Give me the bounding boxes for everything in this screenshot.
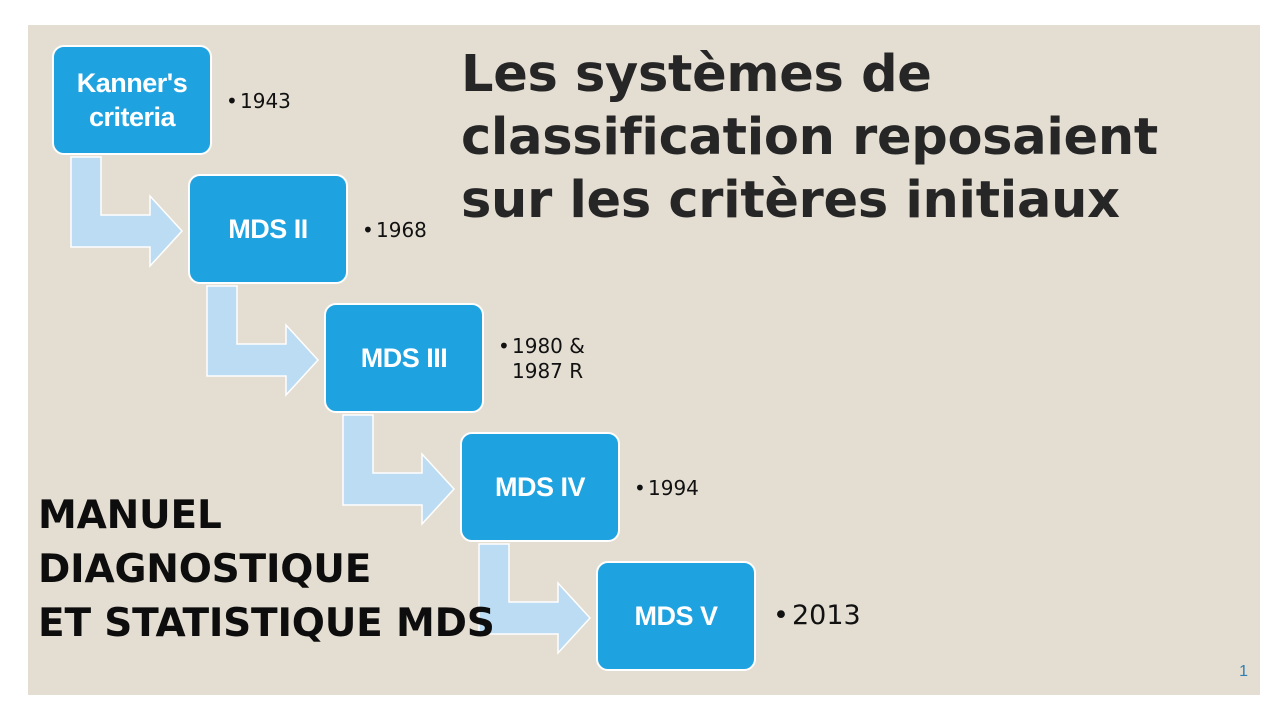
step-mds-iii: MDS III (324, 303, 484, 413)
year-text: 2013 (792, 600, 861, 631)
bent-arrow-1 (70, 156, 184, 268)
step-label: MDS V (634, 601, 718, 631)
step-label: MDS III (360, 343, 448, 373)
year-text: 1943 (240, 89, 291, 113)
step-label: MDS II (228, 214, 308, 244)
step-mds-v: MDS V (596, 561, 756, 671)
slide: Kanner's criteria •1943 MDS II •1968 MDS… (28, 25, 1260, 695)
step-mds-iv: MDS IV (460, 432, 620, 542)
year-1994: •1994 (634, 476, 699, 500)
bent-arrow-4 (478, 543, 592, 655)
bent-arrow-2 (206, 285, 320, 397)
year-text: 1980 & 1987 R (512, 334, 585, 383)
year-text: 1994 (648, 476, 699, 500)
step-mds-ii: MDS II (188, 174, 348, 284)
subtitle-line: MANUEL (38, 493, 222, 538)
year-1980-1987: •1980 & 1987 R (498, 334, 598, 384)
step-label: Kanner's criteria (76, 68, 188, 132)
slide-title: Les systèmes de classification reposaien… (461, 45, 1158, 230)
year-1943: •1943 (226, 89, 291, 113)
step-label: MDS IV (494, 472, 586, 502)
year-2013: •2013 (773, 600, 861, 631)
slide-number: 1 (1239, 663, 1248, 680)
slide-subtitle: MANUEL DIAGNOSTIQUE ET STATISTIQUE MDS (38, 489, 508, 651)
subtitle-line: ET STATISTIQUE MDS (38, 601, 495, 646)
timeline-arrows (70, 156, 592, 655)
step-kanners-criteria: Kanner's criteria (52, 45, 212, 155)
year-text: 1968 (376, 218, 427, 242)
year-1968: •1968 (362, 218, 427, 242)
subtitle-line: DIAGNOSTIQUE (38, 547, 372, 592)
bent-arrow-3 (342, 414, 456, 526)
